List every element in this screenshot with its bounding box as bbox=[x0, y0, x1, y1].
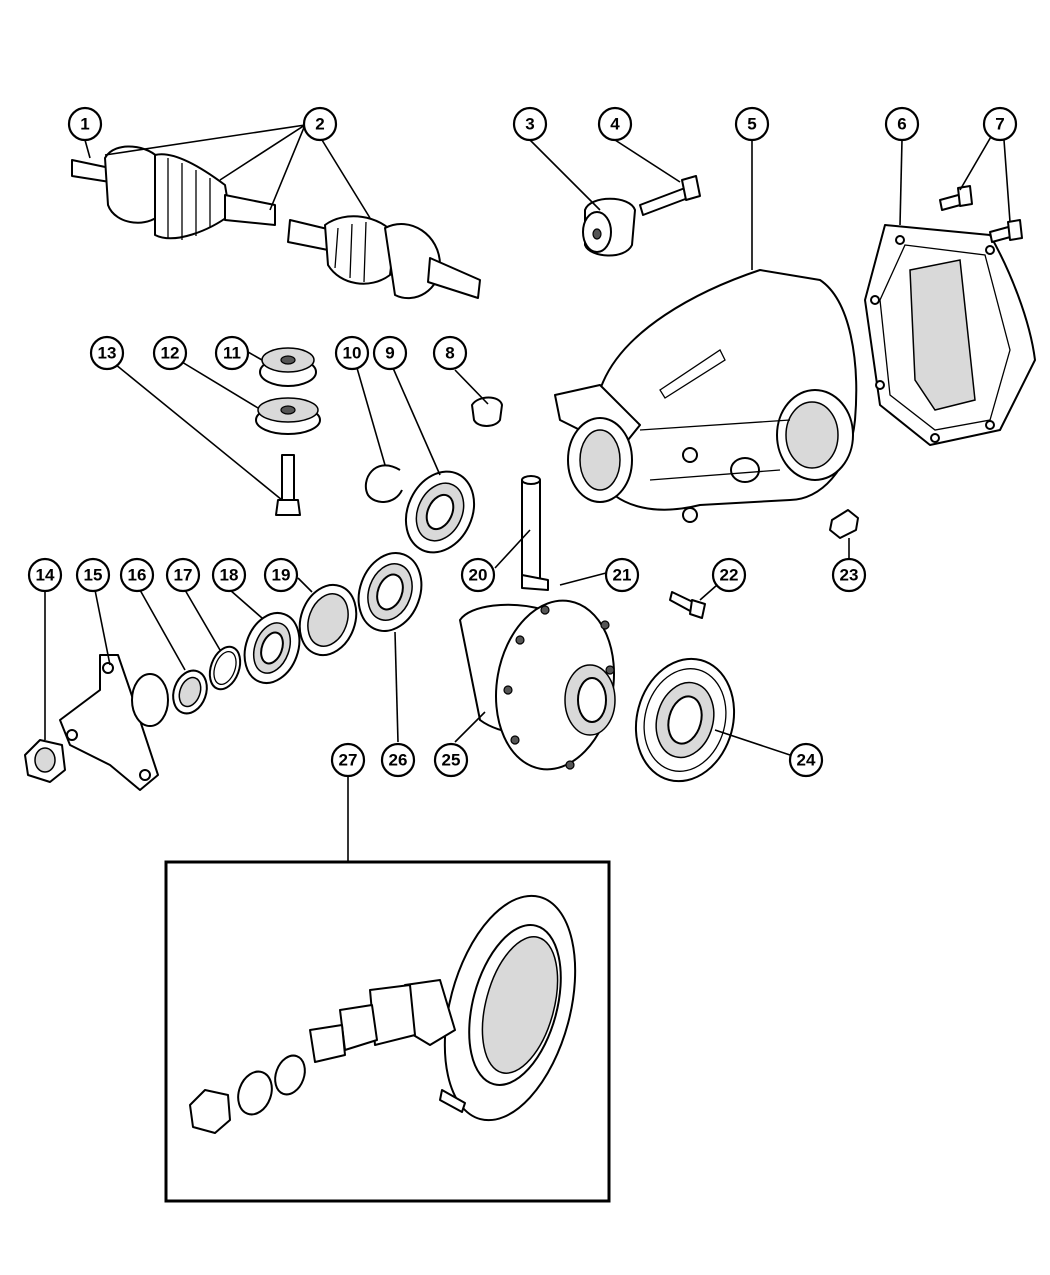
callout-label: 17 bbox=[174, 566, 193, 585]
callout-17: 17 bbox=[165, 557, 201, 593]
callout-label: 3 bbox=[525, 115, 534, 134]
callout-label: 13 bbox=[98, 344, 117, 363]
callout-label: 15 bbox=[84, 566, 103, 585]
callout-26: 26 bbox=[380, 742, 416, 778]
callout-label: 18 bbox=[220, 566, 239, 585]
callout-15: 15 bbox=[75, 557, 111, 593]
pinion-seal bbox=[172, 669, 208, 715]
differential-case bbox=[459, 599, 616, 771]
callout-label: 1 bbox=[80, 115, 89, 134]
callout-label: 14 bbox=[36, 566, 55, 585]
callout-label: 4 bbox=[610, 115, 620, 134]
callout-label: 9 bbox=[385, 344, 394, 363]
callout-label: 20 bbox=[469, 566, 488, 585]
callout-label: 12 bbox=[161, 344, 180, 363]
callout-label: 19 bbox=[272, 566, 291, 585]
callout-5: 5 bbox=[734, 106, 770, 142]
callout-16: 16 bbox=[119, 557, 155, 593]
companion-flange bbox=[59, 654, 169, 791]
fill-plug bbox=[829, 509, 859, 539]
callout-21: 21 bbox=[604, 557, 640, 593]
rear-cover bbox=[864, 224, 1036, 446]
snap-ring bbox=[364, 464, 403, 503]
callout-label: 7 bbox=[995, 115, 1004, 134]
callout-12: 12 bbox=[152, 335, 188, 371]
pinion-bearing-outer bbox=[243, 612, 301, 684]
bearing bbox=[404, 470, 476, 554]
callout-2: 2 bbox=[302, 106, 338, 142]
callout-27: 27 bbox=[330, 742, 366, 778]
bearing-cup bbox=[298, 583, 358, 657]
callout-3: 3 bbox=[512, 106, 548, 142]
leader-lines bbox=[44, 124, 1011, 862]
callout-label: 26 bbox=[389, 751, 408, 770]
callout-22: 22 bbox=[711, 557, 747, 593]
callout-13: 13 bbox=[89, 335, 125, 371]
differential-housing bbox=[554, 269, 858, 523]
shim-ring bbox=[208, 645, 242, 691]
half-shaft-assembly bbox=[71, 145, 481, 300]
callout-label: 22 bbox=[720, 566, 739, 585]
clip bbox=[471, 396, 503, 427]
callout-label: 27 bbox=[339, 751, 358, 770]
drive-pinion-and-ring-gear-set bbox=[189, 894, 577, 1134]
callout-9: 9 bbox=[372, 335, 408, 371]
callout-label: 2 bbox=[315, 115, 324, 134]
callout-1: 1 bbox=[67, 106, 103, 142]
pinion-nut bbox=[24, 739, 66, 783]
ring-gear bbox=[634, 657, 736, 783]
callout-4: 4 bbox=[597, 106, 633, 142]
isolator-upper bbox=[259, 347, 317, 387]
callout-label: 5 bbox=[747, 115, 756, 134]
cross-shaft bbox=[521, 475, 549, 591]
callout-7: 7 bbox=[982, 106, 1018, 142]
callout-14: 14 bbox=[27, 557, 63, 593]
callout-25: 25 bbox=[433, 742, 469, 778]
callout-label: 23 bbox=[840, 566, 859, 585]
ring-gear-bolt bbox=[669, 591, 706, 619]
cover-bolts bbox=[939, 185, 1023, 243]
mount-bolt bbox=[639, 175, 701, 216]
callout-18: 18 bbox=[211, 557, 247, 593]
callout-label: 8 bbox=[445, 344, 454, 363]
callout-label: 21 bbox=[613, 566, 632, 585]
callout-11: 11 bbox=[214, 335, 250, 371]
callout-10: 10 bbox=[334, 335, 370, 371]
callout-label: 25 bbox=[442, 751, 461, 770]
pinion-bearing-inner bbox=[357, 552, 423, 632]
callout-23: 23 bbox=[831, 557, 867, 593]
inset-frame bbox=[164, 860, 611, 1203]
isolator-bolt bbox=[275, 454, 301, 516]
callout-20: 20 bbox=[460, 557, 496, 593]
callout-label: 24 bbox=[797, 751, 816, 770]
callout-8: 8 bbox=[432, 335, 468, 371]
callout-24: 24 bbox=[788, 742, 824, 778]
callout-19: 19 bbox=[263, 557, 299, 593]
callout-6: 6 bbox=[884, 106, 920, 142]
callout-label: 16 bbox=[128, 566, 147, 585]
callout-label: 11 bbox=[223, 344, 241, 363]
callout-label: 6 bbox=[897, 115, 906, 134]
isolator-lower bbox=[255, 397, 321, 435]
callout-label: 10 bbox=[343, 344, 362, 363]
bushing bbox=[582, 197, 636, 257]
